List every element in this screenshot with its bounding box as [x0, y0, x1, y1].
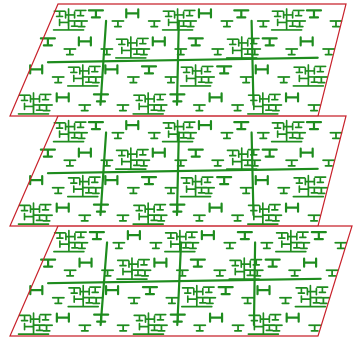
fractal-tree-pattern — [19, 121, 342, 225]
fractal-tree-pattern — [19, 231, 347, 335]
fractal-layer-1 — [10, 4, 346, 116]
fractal-layer-3 — [10, 226, 352, 336]
fractal-layer-2 — [10, 116, 346, 226]
fractal-tree-pattern — [19, 9, 342, 114]
